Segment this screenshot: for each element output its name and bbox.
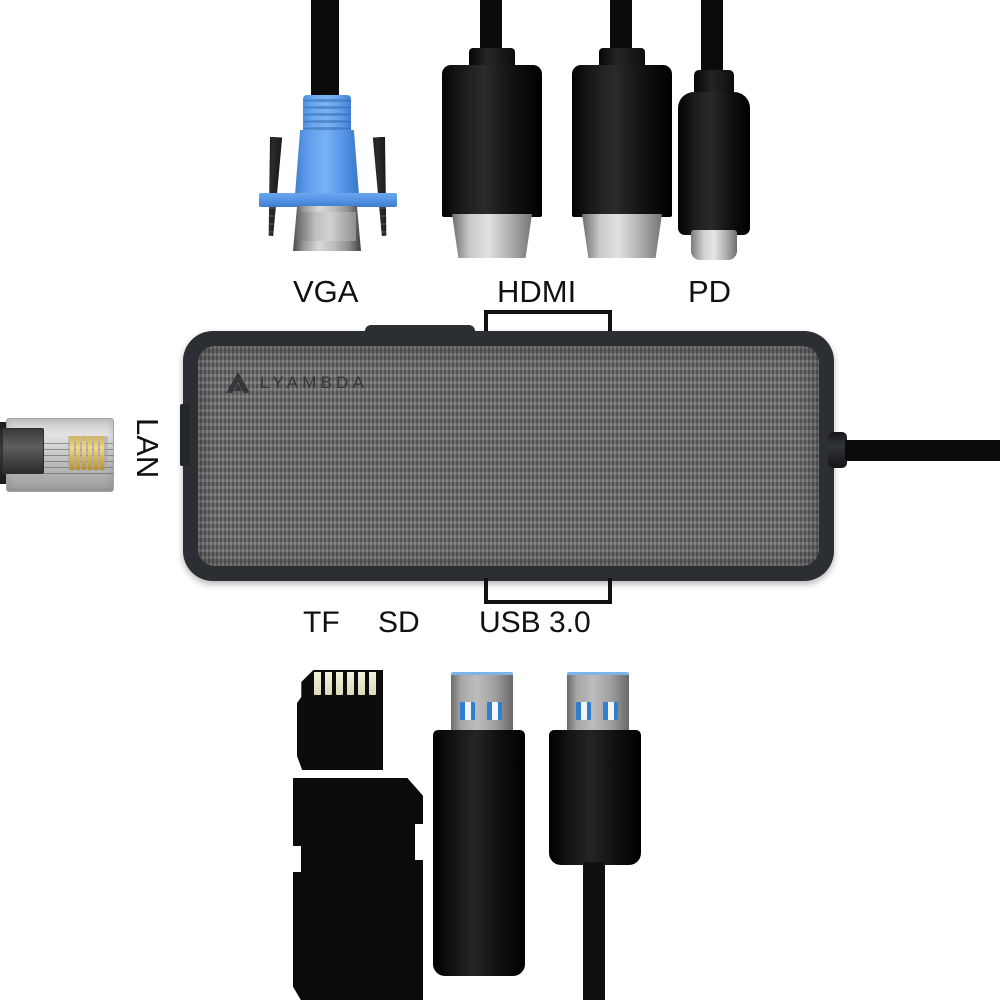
usb3-1-blue-insert-left	[460, 702, 475, 720]
usb3-2-blue-insert-right	[603, 702, 618, 720]
usb3-bracket	[484, 578, 612, 604]
triangle-logo-icon	[226, 372, 250, 393]
hdmi-connector-2	[570, 48, 674, 258]
vga-thumbscrew-left	[261, 137, 285, 237]
port-label-usb3: USB 3.0	[479, 606, 591, 639]
usb3-2-cable	[583, 862, 605, 1000]
usb-c-hub: LYAMBDA	[180, 325, 834, 581]
tf-microsd-card	[297, 670, 383, 770]
vga-cable	[311, 0, 339, 105]
hdmi-bracket	[484, 310, 612, 340]
pd-metal-tip	[691, 230, 737, 260]
usb3-1-body	[433, 730, 525, 976]
usb3-connector-1	[433, 672, 525, 982]
hub-fabric-face	[198, 346, 819, 566]
vga-strain-relief	[303, 95, 351, 133]
port-label-sd: SD	[378, 606, 420, 639]
usb3-1-blue-insert-right	[487, 702, 502, 720]
usb3-2-blue-insert-left	[576, 702, 591, 720]
hdmi-1-body	[442, 65, 542, 217]
usb3-connector-2	[549, 672, 641, 872]
usb3-1-metal-shell	[451, 672, 513, 737]
pd-body	[678, 92, 750, 235]
sd-card-side-notch	[415, 824, 423, 860]
vga-thumbscrew-right	[369, 137, 393, 237]
hub-brand-name: LYAMBDA	[260, 373, 369, 392]
sd-card-body	[293, 778, 423, 1000]
hub-brand-logo: LYAMBDA	[225, 371, 368, 395]
port-label-vga: VGA	[293, 274, 359, 309]
rj45-latch	[2, 428, 44, 474]
usb3-2-body	[549, 730, 641, 865]
host-cable-strain-relief	[828, 432, 847, 468]
port-label-tf: TF	[303, 606, 340, 639]
sd-card	[293, 778, 423, 1000]
vga-body	[295, 130, 359, 195]
vga-connector	[248, 95, 408, 255]
port-label-pd: PD	[688, 274, 732, 309]
lan-rj45-connector	[0, 408, 116, 500]
tf-card-contacts	[314, 672, 378, 695]
hdmi-connector-1	[440, 48, 544, 258]
sd-card-write-protect-notch	[293, 846, 301, 872]
port-label-hdmi: HDMI	[497, 274, 577, 309]
hdmi-2-metal-tip	[582, 214, 662, 258]
port-label-lan: LAN	[130, 418, 165, 479]
host-cable	[845, 440, 1000, 461]
usb3-2-metal-shell	[567, 672, 629, 737]
pd-cable	[701, 0, 723, 73]
hdmi-cable-1	[480, 0, 502, 50]
pd-usb-c-connector	[674, 70, 754, 260]
hdmi-1-metal-tip	[452, 214, 532, 258]
vga-flange	[259, 193, 397, 207]
rj45-gold-pins	[68, 436, 108, 470]
hdmi-2-body	[572, 65, 672, 217]
vga-metal-shell	[293, 206, 361, 251]
hdmi-2-strain-relief	[599, 48, 645, 70]
hdmi-1-strain-relief	[469, 48, 515, 70]
hub-lan-port-opening	[180, 404, 190, 466]
hdmi-cable-2	[610, 0, 632, 50]
